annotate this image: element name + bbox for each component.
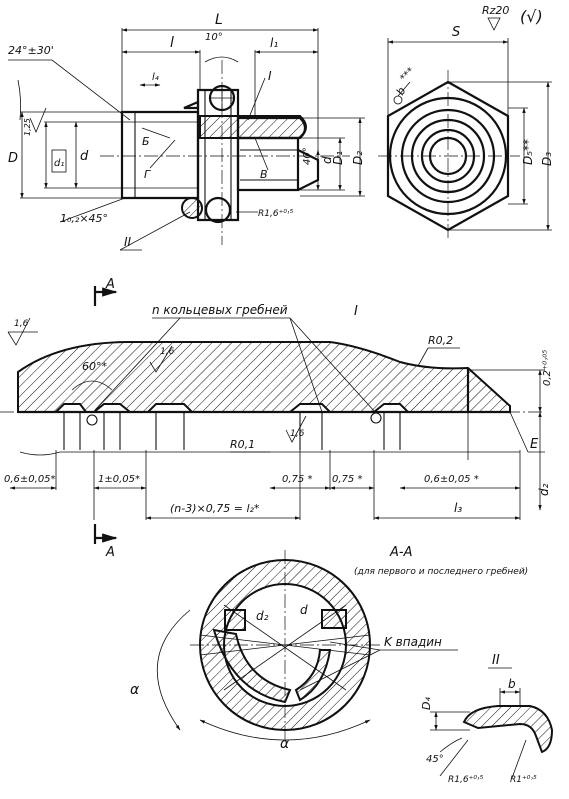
angle-60: 60°*: [82, 360, 107, 373]
angle-10: 10°: [205, 32, 223, 43]
radius-01: R0,1: [230, 438, 255, 451]
ra16-lower: 1,6: [290, 429, 305, 439]
section-d: d: [300, 603, 308, 617]
dim-075-a: 0,75 *: [282, 474, 312, 485]
radius-16: R1,6⁺⁰˒⁵: [258, 209, 294, 219]
dim-075-b: 0,75 *: [332, 474, 362, 485]
detail2-b: b: [508, 677, 516, 691]
k-label: K впадин: [384, 635, 442, 649]
detail-II: II b D₄ 45° R1,6⁺⁰˒⁵ R1⁺⁰˒⁵: [420, 653, 554, 785]
angle-24: 24°±30': [8, 44, 54, 57]
dim-S: S: [452, 25, 460, 40]
alpha-bottom: α: [280, 736, 290, 752]
section-AA: A-A (для первого и последнего гребней) d…: [130, 545, 528, 752]
hex-nut-side: [196, 88, 240, 222]
stars: ***: [398, 66, 416, 84]
roughness-rz20: Rz20: [482, 4, 509, 17]
dim-D5: D₅**: [521, 139, 535, 165]
dim-06-right: 0,6±0,05 *: [424, 474, 479, 485]
dim-D3: D₃: [540, 152, 554, 166]
dim-D: D: [8, 151, 18, 166]
dim-1: 1±0,05*: [98, 474, 140, 485]
label-E: E: [530, 437, 539, 452]
chamfer-label: 1₀,₂×45°: [60, 212, 108, 225]
ra16-mid: 1,6: [160, 347, 175, 357]
detail2-body: [462, 705, 554, 754]
label-V: В: [260, 168, 268, 181]
dim-n: (n-3)×0,75 = l₂*: [170, 502, 260, 515]
dim-l: l: [170, 35, 174, 51]
section-A-bottom: A: [105, 545, 115, 560]
ra16-left: 1,6: [14, 319, 29, 329]
label-B: Б: [142, 135, 150, 148]
detail2-D4: D₄: [420, 697, 433, 710]
rings-label: n кольцевых гребней: [152, 303, 288, 317]
dim-d2: d₂: [537, 483, 551, 496]
detail-title-I: I: [354, 304, 358, 319]
check-mark: (√): [520, 7, 543, 26]
end-view: S Rz20 (√) b *** D₅** D₃: [378, 4, 554, 240]
detail-body: [17, 341, 511, 413]
detail2-R16: R1,6⁺⁰˒⁵: [448, 775, 484, 785]
label-G: Г: [144, 168, 151, 181]
dim-d-right: d: [320, 156, 334, 164]
section-title: A-A: [389, 545, 412, 560]
dim-D2: D₂: [351, 151, 365, 165]
side-view: L l l₁ 10° l₄ 24°±30' 1,25 D d₁ d: [8, 12, 365, 251]
alpha-left: α: [130, 682, 140, 698]
dim-l1: l₁: [270, 36, 278, 50]
detail2-angle45: 45°: [426, 754, 444, 765]
label-I: I: [268, 69, 272, 83]
dim-L: L: [215, 12, 223, 28]
dim-D1: D₁: [331, 151, 345, 165]
left-body-outline: [120, 110, 200, 200]
dim-l3: l₃: [454, 501, 462, 515]
section-subtitle: (для первого и последнего гребней): [354, 567, 528, 577]
angle-40: 40°: [302, 147, 313, 165]
detail2-R1: R1⁺⁰˒⁵: [510, 775, 537, 785]
dim-d1: d₁: [54, 158, 64, 169]
section-d2: d₂: [256, 609, 269, 623]
groove-walls: [63, 412, 401, 450]
label-II: II: [124, 235, 132, 249]
detail2-title: II: [492, 653, 500, 668]
ra-125: 1,25: [23, 118, 32, 136]
dim-02: 0,2⁺⁰˒⁰⁵: [542, 350, 553, 386]
dim-l4: l₄: [152, 72, 159, 83]
dim-d: d: [80, 149, 89, 164]
radius-02: R0,2: [428, 334, 453, 347]
detail-I: A n кольцевых гребней I: [0, 277, 553, 560]
dim-06-left: 0,6±0,05*: [4, 474, 56, 485]
section-A-top: A: [105, 277, 115, 292]
